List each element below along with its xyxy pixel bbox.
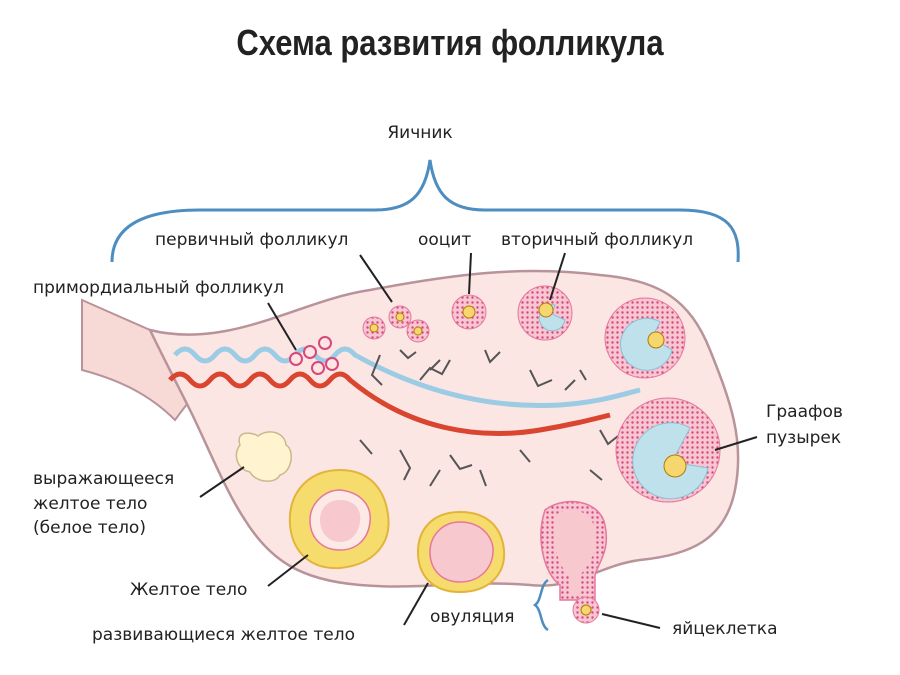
secondary-follicle [517,285,573,341]
label-ovulation: овуляция [430,607,514,627]
label-primary-follicle: первичный фолликул [155,230,348,250]
oocyte-follicle [451,294,487,330]
page-title: Схема развития фолликула [236,22,664,63]
ovary-brace [110,159,740,263]
label-regressing-line3: (белое тело) [33,518,146,538]
corpus-albicans [235,431,292,482]
antral-follicle [604,297,686,379]
ovulating-follicle [540,500,607,601]
label-regressing-line1: выражающееся [33,469,174,489]
leader-lines [199,252,758,629]
label-graafian-line1: Граафов [766,402,843,422]
developing-corpus-luteum [416,510,506,594]
label-egg-cell: яйцеклетка [672,619,778,639]
label-developing-corpus-luteum: развивающиеся желтое тело [92,625,355,645]
label-secondary-follicle: вторичный фолликул [501,230,693,250]
corpus-luteum [288,468,390,570]
artery-vessel [168,371,611,436]
nerve-branches [359,349,619,487]
label-regressing-line2: желтое тело [33,494,147,514]
graafian-follicle [615,397,721,503]
label-primordial-follicle: примордиальный фолликул [33,278,284,298]
primary-follicles [362,305,430,343]
egg-cell [572,596,600,624]
label-graafian-line2: пузырек [766,428,841,448]
label-oocyte: ооцит [418,230,471,250]
label-corpus-luteum: Желтое тело [130,580,247,600]
primordial-follicles [289,336,339,375]
label-ovary: Яичник [387,123,452,143]
ovulation-brace [532,578,549,632]
